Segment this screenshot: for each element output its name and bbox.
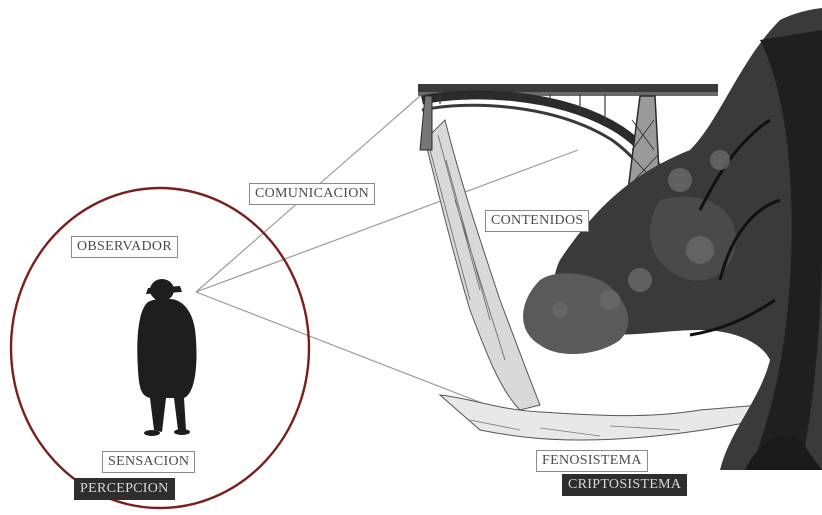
label-comunicacion: COMUNICACION	[249, 183, 376, 205]
rock-cliff-illustration	[424, 119, 761, 441]
label-criptosistema: CRIPTOSISTEMA	[562, 474, 688, 496]
label-contenidos: CONTENIDOS	[485, 210, 590, 232]
label-fenosistema: FENOSISTEMA	[536, 450, 648, 472]
tree-illustration	[523, 8, 822, 470]
sight-line-valley-floor	[195, 291, 506, 413]
label-sensacion: SENSACION	[102, 451, 196, 473]
label-percepcion: PERCEPCION	[74, 478, 175, 500]
sight-line-bridge-arch	[195, 149, 579, 293]
observer-circle	[9, 186, 311, 510]
observer-figure	[137, 279, 197, 436]
label-observador: OBSERVADOR	[71, 236, 178, 258]
